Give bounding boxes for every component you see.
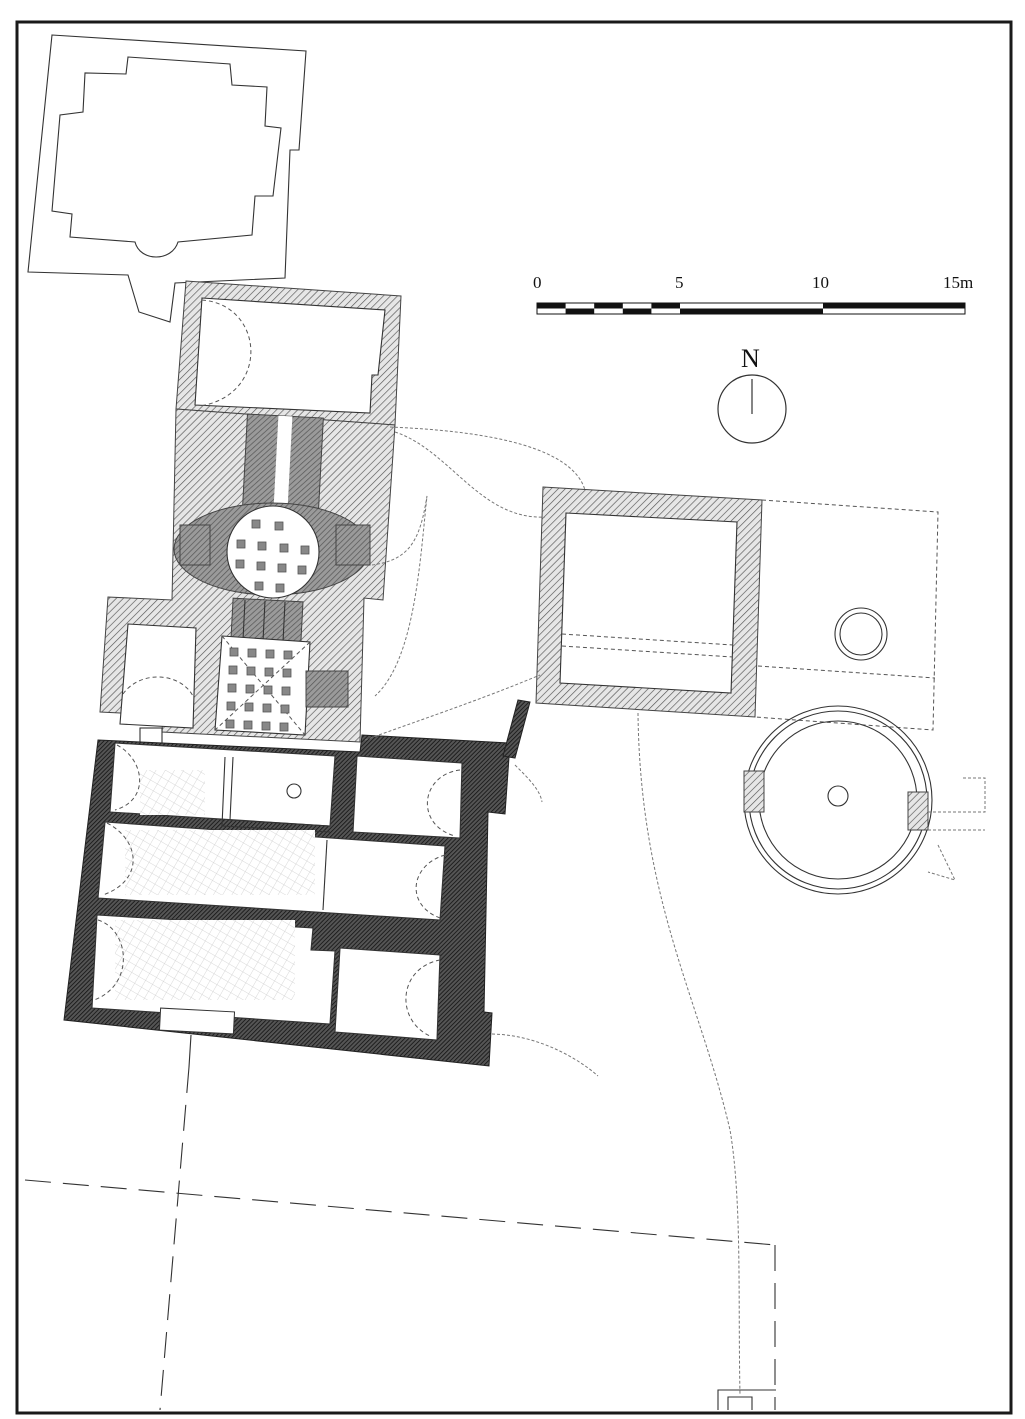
scale-label-5: 5	[675, 273, 684, 292]
water-channels	[364, 426, 741, 1396]
scale-label-10: 10	[812, 273, 829, 292]
figure-frame	[15, 20, 1013, 1415]
pilae-square-room	[225, 647, 293, 732]
hypocaust-block	[99, 408, 396, 745]
pilae-circular-room	[235, 519, 310, 593]
south-rooms-dark-walls	[63, 699, 531, 1068]
outline-building-north	[27, 34, 307, 323]
north-arrow: N	[717, 344, 787, 444]
room-north	[175, 280, 402, 426]
circular-structure	[743, 705, 986, 895]
north-label: N	[741, 344, 760, 373]
scale-bar: 0 5 10 15m	[533, 273, 973, 315]
scale-label-15m: 15m	[943, 273, 973, 292]
boundary-lines	[24, 1066, 776, 1411]
scale-label-0: 0	[533, 273, 542, 292]
east-square-building	[535, 486, 939, 731]
